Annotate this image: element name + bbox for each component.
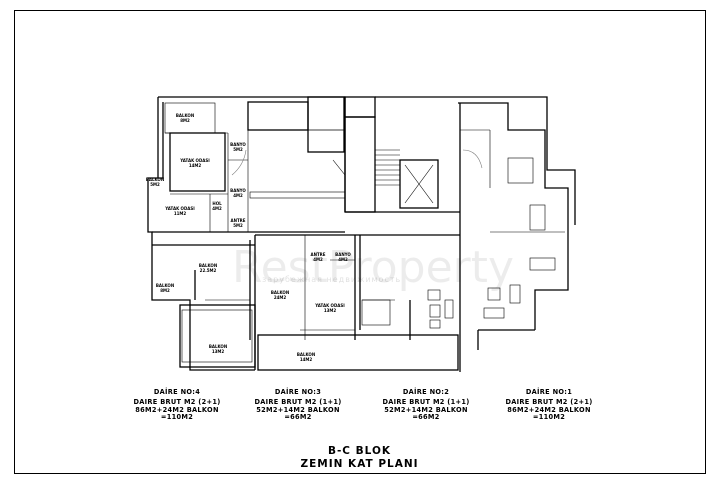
- unit-1-walls: [375, 96, 576, 350]
- room-label: YATAK ODASI: [164, 206, 195, 211]
- room-label: BALKON: [209, 344, 227, 349]
- unit-type: DAIRE BRUT M2 (2+1): [505, 398, 593, 407]
- room-label: BALKON: [176, 113, 194, 118]
- room-area: 5M2: [150, 182, 160, 187]
- unit-3-summary: DAİRE NO:3 DAIRE BRUT M2 (1+1) 52M2+14M2…: [228, 388, 368, 422]
- room-label: BANYO: [230, 142, 246, 147]
- room-area: 8M2: [160, 288, 170, 293]
- room-area: 5M2: [233, 223, 243, 228]
- room-area: 4M2: [313, 257, 323, 262]
- drawing-frame: [14, 10, 706, 474]
- unit-total: =110M2: [160, 413, 194, 422]
- unit-2-summary: DAİRE NO:2 DAIRE BRUT M2 (1+1) 52M2+14M2…: [356, 388, 496, 422]
- room-label: BALKON: [199, 263, 217, 268]
- room-area: 11M2: [174, 211, 187, 216]
- unit-total: =66M2: [412, 413, 440, 422]
- unit-4-summary: DAİRE NO:4 DAIRE BRUT M2 (2+1) 86M2+24M2…: [107, 388, 247, 422]
- room-label: HOL: [212, 201, 222, 206]
- units-2-3-walls: [254, 234, 461, 372]
- unit-number: DAİRE NO:3: [274, 388, 322, 396]
- room-label: BALKON: [271, 290, 289, 295]
- unit-total: =110M2: [532, 413, 566, 422]
- unit-area: 52M2+14M2 BALKON: [384, 405, 468, 414]
- floor-name: ZEMIN KAT PLANI: [300, 458, 419, 470]
- unit-number: DAİRE NO:4: [153, 388, 201, 396]
- room-area: 4M2: [338, 257, 348, 262]
- watermark-tagline: зарубежная недвижимость: [262, 275, 401, 284]
- room-area: 13M2: [324, 308, 337, 313]
- room-label: YATAK ODASI: [179, 158, 210, 163]
- unit-number: DAİRE NO:1: [525, 388, 573, 396]
- watermark-brand: RestProperty: [232, 242, 514, 293]
- room-area: 24M2: [274, 295, 287, 300]
- unit-total: =66M2: [284, 413, 312, 422]
- room-area: 22.5M2: [200, 268, 217, 273]
- room-label: BANYO: [335, 252, 351, 257]
- unit-number: DAİRE NO:2: [402, 388, 450, 396]
- unit-area: 86M2+24M2 BALKON: [135, 405, 219, 414]
- room-label: BALKON: [297, 352, 315, 357]
- room-area: 5M2: [233, 147, 243, 152]
- plan-title: B-C BLOK ZEMIN KAT PLANI: [0, 445, 719, 471]
- stair-core: [247, 96, 460, 213]
- room-labels: BALKON 8M2 YATAK ODASI 14M2 BANYO 5M2 BA…: [146, 113, 352, 362]
- room-area: 14M2: [189, 163, 202, 168]
- unit-type: DAIRE BRUT M2 (1+1): [254, 398, 342, 407]
- room-label: BALKON: [156, 283, 174, 288]
- room-label: ANTRE: [311, 252, 326, 257]
- room-area: 13M2: [212, 349, 225, 354]
- unit-area: 52M2+14M2 BALKON: [256, 405, 340, 414]
- room-label: BANYO: [230, 188, 246, 193]
- room-area: 14M2: [300, 357, 313, 362]
- room-label: BALKON: [146, 177, 164, 182]
- unit-type: DAIRE BRUT M2 (1+1): [382, 398, 470, 407]
- unit-type: DAIRE BRUT M2 (2+1): [133, 398, 221, 407]
- room-label: YATAK ODASI: [314, 303, 345, 308]
- unit-area: 86M2+24M2 BALKON: [507, 405, 591, 414]
- unit-4-walls: [147, 96, 346, 371]
- room-area: 4M2: [212, 206, 222, 211]
- room-area: 4M2: [233, 193, 243, 198]
- block-name: B-C BLOK: [327, 445, 392, 457]
- room-area: 8M2: [180, 118, 190, 123]
- unit-1-summary: DAİRE NO:1 DAIRE BRUT M2 (2+1) 86M2+24M2…: [479, 388, 619, 422]
- room-label: ANTRE: [231, 218, 246, 223]
